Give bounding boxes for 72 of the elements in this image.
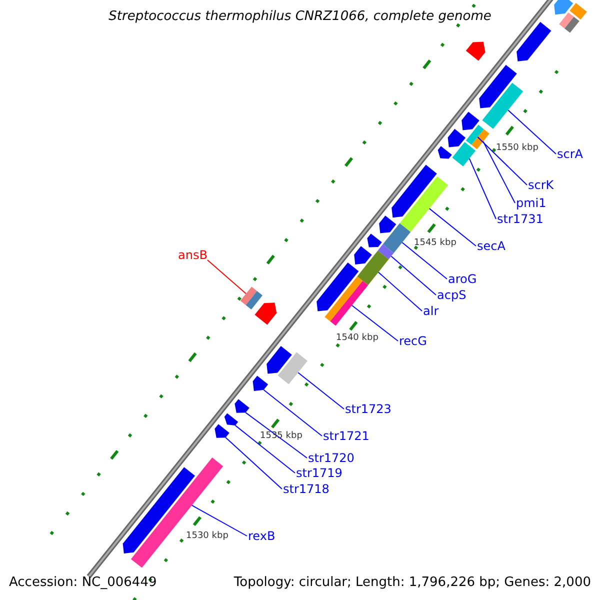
leader-line [263,389,322,436]
leader-line [477,136,528,186]
gene-label: pmi1 [516,196,546,210]
gene-label: ansB [178,248,208,262]
gene-feature [438,146,452,159]
leader-line [468,158,496,220]
gene-label: scrK [528,178,554,192]
gene-label: recG [399,334,427,348]
gene-feature [466,124,484,145]
gene-feature [324,276,363,322]
gene-label: str1721 [323,429,370,443]
gene-feature [392,164,437,218]
gene-label: scrA [557,147,583,161]
gene-feature [382,223,411,254]
leader-line [225,437,282,490]
leader-line [508,110,556,154]
gene-feature [330,280,368,326]
gene-feature [240,286,262,310]
leader-line [245,412,308,458]
gene-label: alr [423,304,439,318]
tick-label: 1550 kbp [496,143,538,153]
leader-line [378,272,422,312]
gene-feature [224,413,238,426]
gene-feature [357,250,389,286]
gene-feature [379,216,396,234]
gene-feature [214,424,230,438]
leader-line [234,424,296,474]
gene-feature [448,128,466,148]
gene-feature [570,3,587,20]
leader-line [390,256,436,296]
gene-feature [564,16,580,33]
tick-label: 1545 kbp [414,238,456,248]
leader-line [351,304,398,342]
gene-feature [554,0,574,15]
gene-label: str1720 [308,451,354,465]
gene-label: str1723 [345,402,392,416]
gene-feature [234,399,250,413]
gene-feature [254,302,277,325]
gene-feature [466,42,486,61]
accession-text: Accession: NC_006449 [9,575,157,590]
gene-feature [471,129,490,150]
gene-feature [278,352,308,384]
gene-feature [482,82,524,129]
gene-feature [316,262,359,312]
gene-feature [452,142,476,166]
gene-label: str1731 [497,212,544,226]
gene-label: acpS [437,288,466,302]
leader-line [206,260,246,294]
gene-label: rexB [248,529,276,543]
gene-feature [378,244,394,260]
leader-line [482,140,516,204]
gene-feature [266,346,292,374]
tick-label: 1540 kbp [336,333,378,343]
leader-line [191,504,248,536]
gene-feature [400,176,448,232]
gene-feature [516,22,552,62]
gene-label: str1718 [283,482,330,496]
gene-feature [367,234,382,248]
gene-label: str1719 [296,466,342,480]
genome-info-text: Topology: circular; Length: 1,796,226 bp; Genes: 2,000 [234,575,591,590]
gene-feature [252,376,268,391]
gene-feature [462,112,480,130]
leader-line [428,208,476,246]
leader-line [402,242,448,280]
gene-feature [559,12,574,28]
title: Streptococcus thermophilus CNRZ1066, complete genome [108,9,492,24]
leader-line [298,372,344,410]
gene-label: aroG [448,272,477,286]
gene-feature [479,64,517,108]
gene-label: secA [477,239,506,253]
tick-label: 1530 kbp [186,531,228,541]
gene-feature [354,246,372,264]
